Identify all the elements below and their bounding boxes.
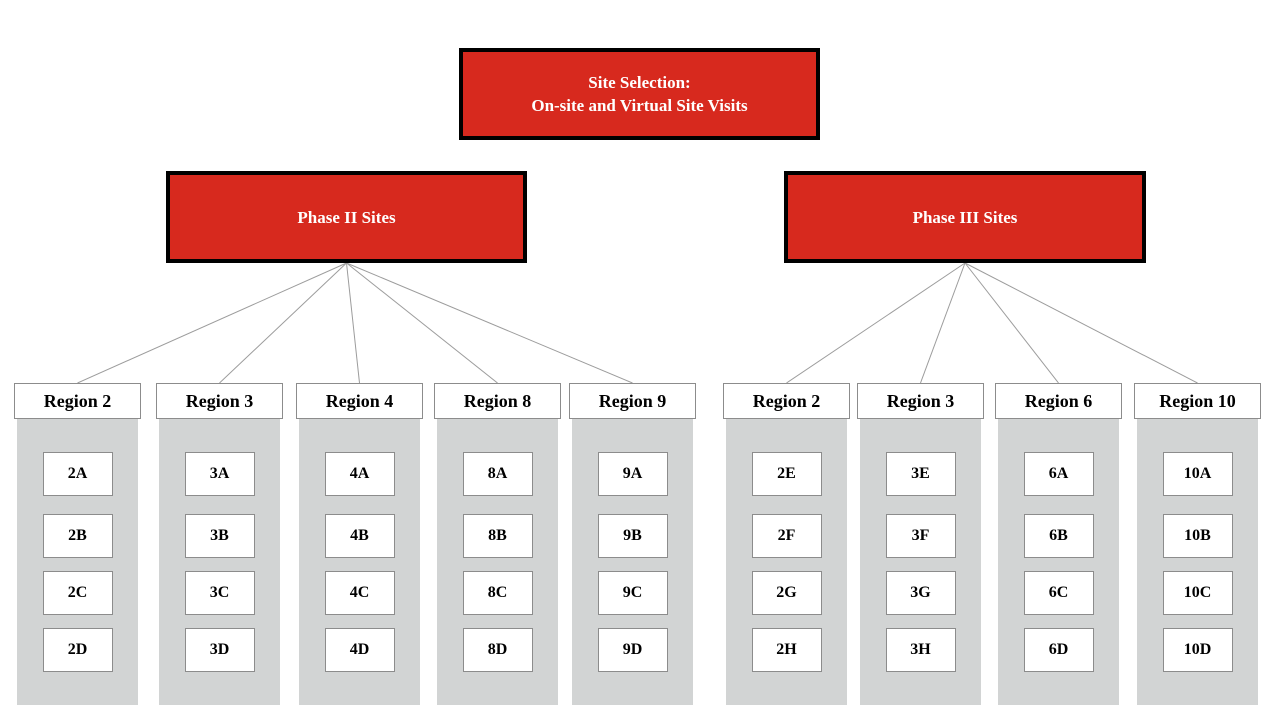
site-box: 8A	[462, 452, 533, 496]
site-box: 2D	[42, 628, 113, 672]
region-body: 4A 4B 4C 4D	[299, 419, 420, 705]
connector-line	[77, 262, 347, 384]
site-box: 2B	[42, 514, 113, 558]
region-column-phase2-region8: Region 8 8A 8B 8C 8D	[434, 383, 561, 705]
region-body: 3E 3F 3G 3H	[860, 419, 981, 705]
region-header: Region 2	[14, 383, 141, 419]
site-box: 6C	[1023, 571, 1094, 615]
site-box: 4B	[324, 514, 395, 558]
site-box: 8B	[462, 514, 533, 558]
region-column-phase2-region3: Region 3 3A 3B 3C 3D	[156, 383, 283, 705]
site-box: 2F	[751, 514, 822, 558]
site-box: 4A	[324, 452, 395, 496]
region-column-phase2-region9: Region 9 9A 9B 9C 9D	[569, 383, 696, 705]
site-box: 6A	[1023, 452, 1094, 496]
site-box: 4D	[324, 628, 395, 672]
region-column-phase2-region4: Region 4 4A 4B 4C 4D	[296, 383, 423, 705]
region-body: 8A 8B 8C 8D	[437, 419, 558, 705]
region-header: Region 8	[434, 383, 561, 419]
region-header: Region 3	[156, 383, 283, 419]
site-box: 4C	[324, 571, 395, 615]
phase2-label: Phase II Sites	[297, 207, 396, 227]
site-box: 3B	[184, 514, 255, 558]
connector-line	[920, 262, 966, 384]
phase2-box: Phase II Sites	[166, 171, 527, 263]
connector-line	[346, 262, 360, 384]
connector-line	[964, 262, 1059, 384]
region-header: Region 10	[1134, 383, 1261, 419]
connector-line	[964, 262, 1198, 384]
connector-line	[219, 262, 347, 384]
site-box: 3A	[184, 452, 255, 496]
region-body: 9A 9B 9C 9D	[572, 419, 693, 705]
title-line-1: Site Selection:	[588, 73, 691, 92]
site-box: 10D	[1162, 628, 1233, 672]
region-body: 2A 2B 2C 2D	[17, 419, 138, 705]
connector-line	[346, 262, 498, 384]
site-box: 6D	[1023, 628, 1094, 672]
site-box: 9B	[597, 514, 668, 558]
site-box: 10C	[1162, 571, 1233, 615]
region-column-phase3-region10: Region 10 10A 10B 10C 10D	[1134, 383, 1261, 705]
connector-line	[346, 262, 633, 384]
title-line-2: On-site and Virtual Site Visits	[531, 96, 748, 115]
region-header: Region 4	[296, 383, 423, 419]
region-column-phase3-region2: Region 2 2E 2F 2G 2H	[723, 383, 850, 705]
site-box: 9A	[597, 452, 668, 496]
site-box: 8D	[462, 628, 533, 672]
site-box: 2C	[42, 571, 113, 615]
region-header: Region 3	[857, 383, 984, 419]
phase3-box: Phase III Sites	[784, 171, 1146, 263]
region-column-phase3-region6: Region 6 6A 6B 6C 6D	[995, 383, 1122, 705]
site-box: 9D	[597, 628, 668, 672]
connector-line	[786, 262, 966, 384]
site-box: 3D	[184, 628, 255, 672]
site-box: 8C	[462, 571, 533, 615]
region-body: 10A 10B 10C 10D	[1137, 419, 1258, 705]
region-header: Region 9	[569, 383, 696, 419]
site-box: 2A	[42, 452, 113, 496]
site-box: 3F	[885, 514, 956, 558]
title-box: Site Selection: On-site and Virtual Site…	[459, 48, 820, 140]
site-box: 3G	[885, 571, 956, 615]
site-box: 2E	[751, 452, 822, 496]
region-header: Region 2	[723, 383, 850, 419]
region-header: Region 6	[995, 383, 1122, 419]
site-box: 3H	[885, 628, 956, 672]
site-box: 3E	[885, 452, 956, 496]
site-box: 3C	[184, 571, 255, 615]
region-column-phase3-region3: Region 3 3E 3F 3G 3H	[857, 383, 984, 705]
site-box: 2H	[751, 628, 822, 672]
site-box: 10B	[1162, 514, 1233, 558]
site-box: 2G	[751, 571, 822, 615]
phase3-label: Phase III Sites	[912, 207, 1018, 227]
site-box: 6B	[1023, 514, 1094, 558]
site-box: 10A	[1162, 452, 1233, 496]
region-column-phase2-region2: Region 2 2A 2B 2C 2D	[14, 383, 141, 705]
site-box: 9C	[597, 571, 668, 615]
region-body: 2E 2F 2G 2H	[726, 419, 847, 705]
region-body: 3A 3B 3C 3D	[159, 419, 280, 705]
region-body: 6A 6B 6C 6D	[998, 419, 1119, 705]
